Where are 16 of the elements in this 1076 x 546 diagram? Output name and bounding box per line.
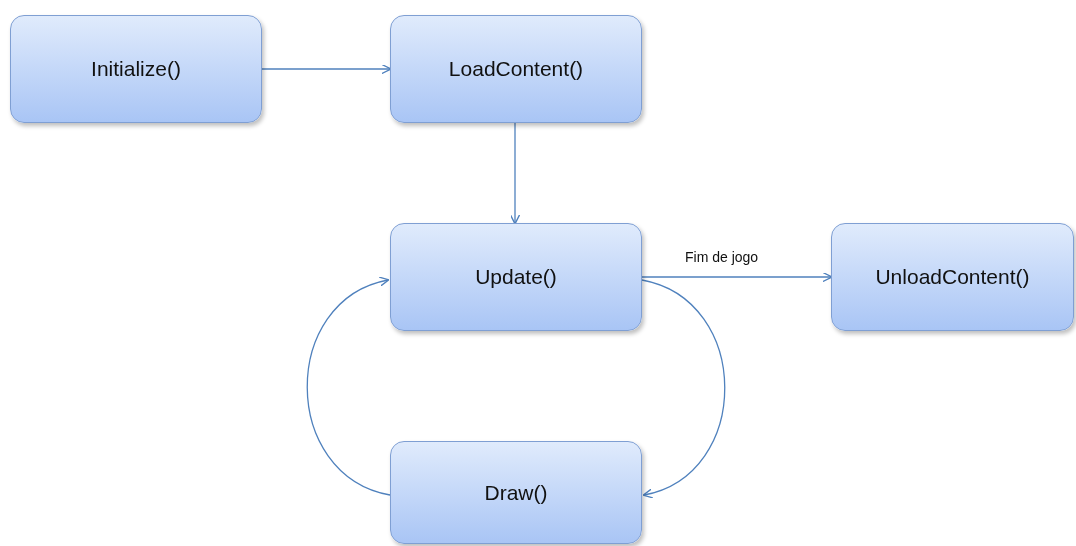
process-box (831, 223, 1074, 331)
arrow (306, 277, 391, 496)
process-box (390, 15, 642, 123)
arrow (509, 122, 521, 225)
node-label: UnloadContent() (875, 265, 1030, 289)
process-box (10, 15, 262, 123)
node-label: Initialize() (91, 57, 181, 81)
arrow (641, 271, 833, 283)
node-label: Draw() (484, 480, 548, 505)
process-box (390, 223, 642, 331)
process-box (390, 441, 642, 544)
arrow (641, 279, 726, 498)
edge-label: Fim de jogo (683, 249, 761, 265)
node-label: LoadContent() (448, 57, 584, 81)
arrow (261, 63, 392, 75)
node-label: Update() (475, 265, 557, 289)
